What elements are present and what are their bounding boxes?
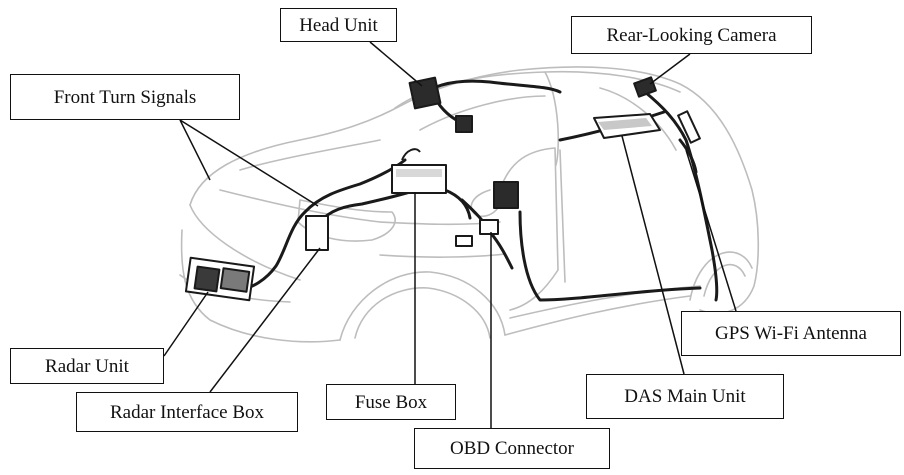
car-outline [180, 67, 758, 342]
fuse-box-label: Fuse Box [326, 384, 456, 420]
rear-looking-camera-label: Rear-Looking Camera [571, 16, 812, 54]
leader-lines [164, 42, 736, 428]
front-turn-signals-label: Front Turn Signals [10, 74, 240, 120]
radar-interface-box-label: Radar Interface Box [76, 392, 298, 432]
head-unit-label: Head Unit [280, 8, 397, 42]
obd-connector-label: OBD Connector [414, 428, 610, 469]
gps-wifi-antenna-label: GPS Wi-Fi Antenna [681, 311, 901, 356]
das-main-unit-label: DAS Main Unit [586, 374, 784, 419]
radar-unit-label: Radar Unit [10, 348, 164, 384]
